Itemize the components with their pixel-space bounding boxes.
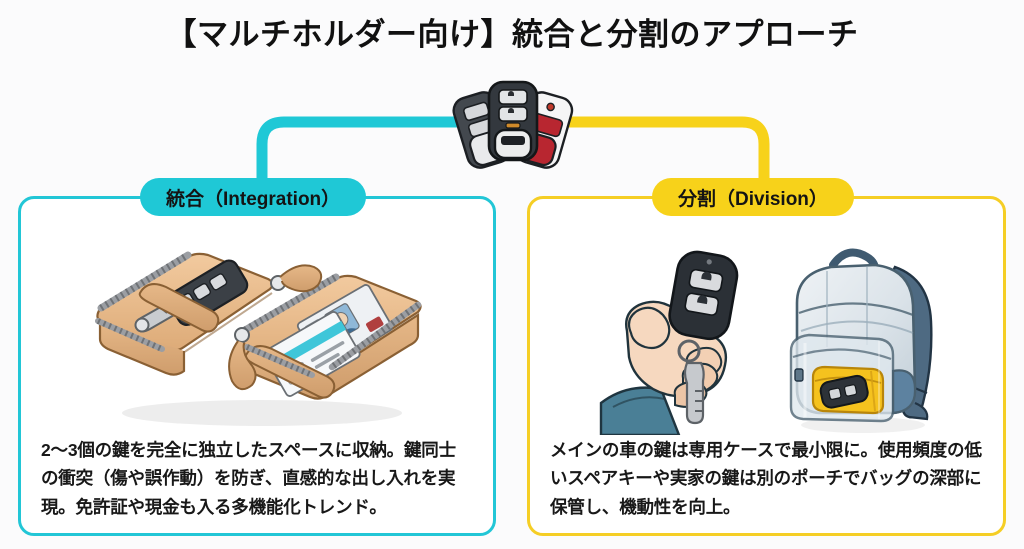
backpack-with-yellow-pouch-icon (789, 248, 933, 433)
connector-line-right (566, 112, 778, 198)
hand-holding-key-fob-icon (599, 250, 738, 435)
panel-card-integration: 2〜3個の鍵を完全に独立したスペースに収納。鍵同士の衝突（傷や誤作動）を防ぎ、直… (18, 196, 496, 536)
connector-line-left (248, 112, 460, 198)
illustration-group-division (530, 229, 1003, 441)
panel-description-integration: 2〜3個の鍵を完全に独立したスペースに収納。鍵同士の衝突（傷や誤作動）を防ぎ、直… (41, 439, 456, 517)
badge-division: 分割（Division） (652, 178, 854, 216)
illustration-key-wallet (21, 229, 493, 441)
panel-card-division: メインの車の鍵は専用ケースで最小限に。使用頻度の低いスペアキーや実家の鍵は別のポ… (527, 196, 1006, 536)
three-car-key-fobs-icon (448, 78, 578, 170)
panel-description-division: メインの車の鍵は専用ケースで最小限に。使用頻度の低いスペアキーや実家の鍵は別のポ… (550, 439, 982, 517)
badge-integration: 統合（Integration） (140, 178, 367, 216)
page-title: 【マルチホルダー向け】統合と分割のアプローチ (165, 17, 859, 52)
